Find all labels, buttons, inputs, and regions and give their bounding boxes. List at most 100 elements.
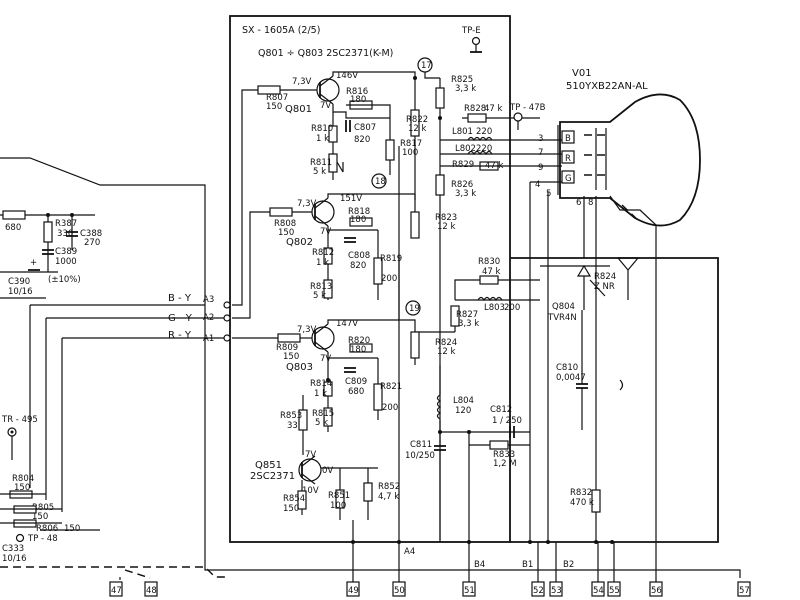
- label-b2: B2: [563, 560, 574, 570]
- svg-text:C390: C390: [8, 277, 30, 287]
- node-18: 18: [371, 173, 387, 189]
- svg-text:151V: 151V: [340, 194, 362, 204]
- svg-text:3: 3: [538, 134, 543, 144]
- input-b-y: B - Y A3: [168, 293, 231, 309]
- svg-text:470 k: 470 k: [570, 498, 594, 508]
- svg-text:1 / 250: 1 / 250: [492, 416, 522, 426]
- svg-text:9: 9: [538, 163, 543, 173]
- svg-text:180: 180: [350, 95, 366, 105]
- svg-text:TP - 48: TP - 48: [27, 534, 58, 544]
- svg-text:8: 8: [588, 198, 593, 208]
- svg-text:180: 180: [350, 215, 366, 225]
- feedback-network: C811 10/250 C812 1 / 250 R833 1,2 M: [405, 405, 530, 542]
- svg-text:17: 17: [421, 61, 432, 71]
- svg-text:150: 150: [283, 504, 299, 514]
- svg-text:Q802: Q802: [286, 237, 313, 248]
- svg-text:820: 820: [350, 261, 366, 271]
- svg-text:3,3 k: 3,3 k: [455, 84, 476, 94]
- svg-text:R824: R824: [435, 338, 457, 348]
- svg-text:R806: R806: [36, 524, 58, 534]
- svg-text:C808: C808: [348, 251, 370, 261]
- svg-text:R809: R809: [276, 343, 298, 353]
- svg-text:47: 47: [111, 586, 122, 596]
- svg-text:R827: R827: [456, 310, 478, 320]
- svg-text:R829: R829: [452, 160, 474, 170]
- svg-text:TVR4N: TVR4N: [547, 313, 577, 323]
- svg-text:120: 120: [455, 406, 471, 416]
- svg-text:12 k: 12 k: [437, 347, 456, 357]
- svg-text:A2: A2: [203, 313, 214, 323]
- svg-text:C389: C389: [55, 247, 77, 257]
- svg-text:R819: R819: [380, 254, 402, 264]
- svg-text:+: +: [30, 258, 37, 268]
- svg-text:2SC2371: 2SC2371: [250, 471, 295, 482]
- bus-taps: [351, 540, 657, 582]
- svg-text:C333: C333: [2, 544, 24, 554]
- svg-text:680: 680: [5, 223, 21, 233]
- svg-text:12 k: 12 k: [408, 124, 427, 134]
- svg-text:B - Y: B - Y: [168, 293, 192, 304]
- svg-text:L801: L801: [452, 127, 473, 137]
- svg-text:Z NR: Z NR: [594, 282, 615, 292]
- svg-text:18: 18: [375, 177, 386, 187]
- svg-text:100: 100: [330, 501, 346, 511]
- bus-dashed: [0, 566, 228, 578]
- svg-text:53: 53: [551, 586, 562, 596]
- svg-text:R815: R815: [312, 409, 334, 419]
- svg-text:R854: R854: [283, 494, 305, 504]
- svg-text:49: 49: [348, 586, 359, 596]
- stage-q851: R853 33 7V 0V 10V Q851 2SC2371 R854 150 …: [250, 395, 400, 542]
- svg-text:12 k: 12 k: [437, 222, 456, 232]
- svg-text:220: 220: [476, 144, 492, 154]
- svg-text:(±10%): (±10%): [48, 275, 81, 285]
- svg-text:R823: R823: [435, 213, 457, 223]
- svg-text:R - Y: R - Y: [168, 330, 192, 341]
- svg-text:270: 270: [84, 238, 100, 248]
- svg-text:C812: C812: [490, 405, 512, 415]
- svg-text:47 k: 47 k: [482, 267, 501, 277]
- svg-text:3,3 k: 3,3 k: [455, 189, 476, 199]
- svg-text:5: 5: [546, 189, 551, 199]
- svg-text:1 k: 1 k: [316, 134, 329, 144]
- svg-text:R824: R824: [594, 272, 616, 282]
- svg-text:150: 150: [32, 512, 48, 522]
- svg-text:200: 200: [504, 303, 520, 313]
- svg-text:510YXB22AN-AL: 510YXB22AN-AL: [566, 81, 648, 92]
- svg-text:G - Y: G - Y: [168, 313, 193, 324]
- svg-text:R832: R832: [570, 488, 592, 498]
- label-b4: B4: [474, 560, 485, 570]
- svg-text:200: 200: [382, 403, 398, 413]
- svg-text:TR - 495: TR - 495: [1, 415, 38, 425]
- board-outline: [229, 15, 511, 543]
- crt-v01: V01 510YXB22AN-AL B R G 3 7 9 4 5 6 8: [529, 68, 701, 542]
- svg-text:R814: R814: [310, 379, 332, 389]
- tp-47b: TP - 47B: [509, 103, 546, 130]
- svg-text:150: 150: [266, 102, 282, 112]
- input-r-y: R - Y A1: [168, 330, 231, 344]
- svg-text:R387: R387: [55, 219, 77, 229]
- transistor-note: Q801 ÷ Q803 2SC2371(K-M): [258, 48, 393, 59]
- svg-text:4,7 k: 4,7 k: [378, 492, 399, 502]
- svg-text:7V: 7V: [320, 227, 331, 237]
- svg-text:A3: A3: [203, 295, 214, 305]
- svg-text:R822: R822: [406, 115, 428, 125]
- svg-text:R851: R851: [328, 491, 350, 501]
- svg-text:1 k: 1 k: [316, 258, 329, 268]
- svg-text:57: 57: [739, 586, 750, 596]
- svg-text:R833: R833: [493, 450, 515, 460]
- svg-text:7,3V: 7,3V: [292, 77, 312, 87]
- svg-text:R852: R852: [378, 482, 400, 492]
- svg-text:3,3 k: 3,3 k: [458, 319, 479, 329]
- svg-text:7V: 7V: [320, 101, 331, 111]
- svg-text:150: 150: [283, 352, 299, 362]
- bus-line: [204, 565, 741, 578]
- svg-text:R804: R804: [12, 474, 34, 484]
- crt-drive-network: R825 3,3 k R828 47 k L801 220 L802 220 R…: [424, 72, 540, 540]
- svg-text:R818: R818: [348, 207, 370, 217]
- svg-text:220: 220: [476, 127, 492, 137]
- svg-text:54: 54: [593, 586, 604, 596]
- svg-text:R805: R805: [32, 503, 54, 513]
- svg-text:52: 52: [533, 586, 544, 596]
- svg-text:C809: C809: [345, 377, 367, 387]
- svg-text:1,2 M: 1,2 M: [493, 459, 517, 469]
